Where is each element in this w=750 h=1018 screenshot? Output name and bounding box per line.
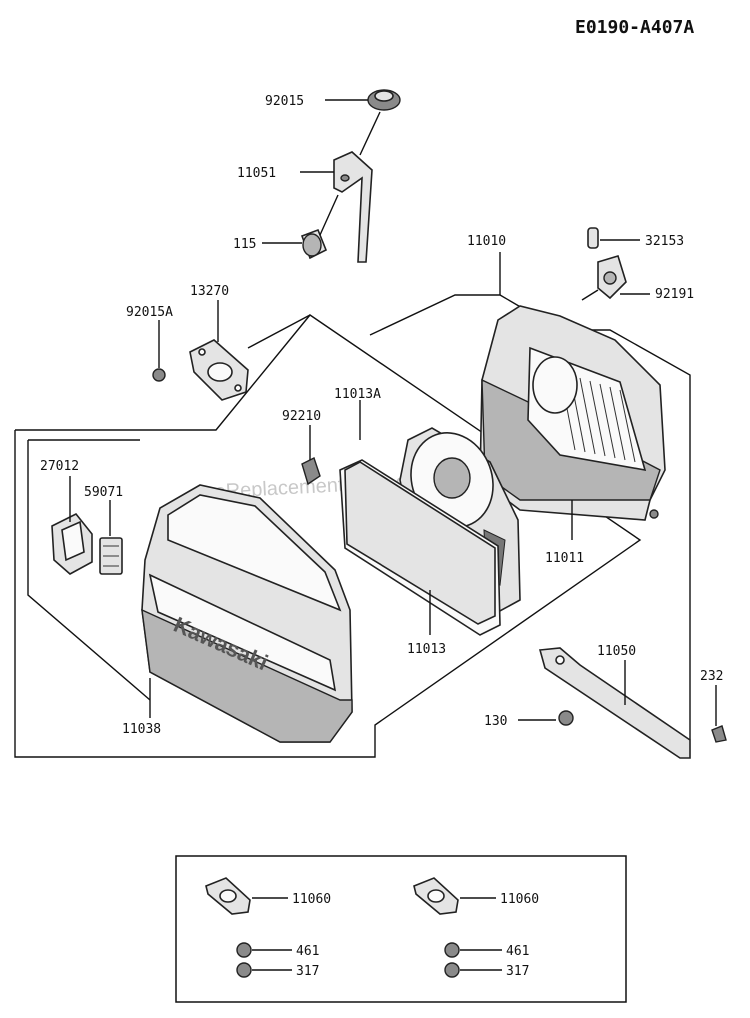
label-11013A: 11013A (334, 387, 381, 402)
nut-130 (558, 710, 574, 726)
inset-right-label-washer: 317 (506, 964, 529, 979)
bracket-11051 (333, 151, 373, 263)
inset-left-nut (236, 942, 252, 958)
inset-right-label-nut: 461 (506, 944, 529, 959)
inset-right-nut (444, 942, 460, 958)
inset-right-gasket (413, 877, 459, 915)
fitting-92191 (597, 255, 627, 300)
inset-left-label-gasket: 11060 (292, 892, 331, 907)
gasket-13270 (189, 339, 249, 401)
inset-box (175, 855, 627, 1003)
inset-left-gasket (205, 877, 251, 915)
label-232: 232 (700, 669, 723, 684)
screw-32153 (587, 227, 599, 249)
label-11010: 11010 (467, 234, 506, 249)
inset-left-washer (236, 962, 252, 978)
spring-59071 (99, 537, 123, 575)
screw-232 (711, 725, 727, 743)
label-92191: 92191 (655, 287, 694, 302)
grommet-92015 (367, 89, 401, 111)
pre-cleaner-11013 (339, 459, 501, 636)
label-59071: 59071 (84, 485, 123, 500)
label-11011: 11011 (545, 551, 584, 566)
label-11013: 11013 (407, 642, 446, 657)
inset-right-label-gasket: 11060 (500, 892, 539, 907)
label-11050: 11050 (597, 644, 636, 659)
bolt-115 (300, 228, 328, 260)
label-92210: 92210 (282, 409, 321, 424)
label-32153: 32153 (645, 234, 684, 249)
nut-92015A (152, 368, 166, 382)
label-11038: 11038 (122, 722, 161, 737)
label-130: 130 (484, 714, 507, 729)
label-92015A: 92015A (126, 305, 173, 320)
label-115: 115 (233, 237, 256, 252)
inset-right-washer (444, 962, 460, 978)
label-13270: 13270 (190, 284, 229, 299)
inset-left-label-washer: 317 (296, 964, 319, 979)
bracket-11050 (538, 647, 691, 759)
latch-27012 (51, 512, 93, 575)
air-cleaner-base-11011 (479, 305, 666, 521)
label-27012: 27012 (40, 459, 79, 474)
label-92015: 92015 (265, 94, 304, 109)
frame-assembly (14, 314, 642, 758)
cover-11038: Kawasaki (141, 484, 353, 743)
label-11051: 11051 (237, 166, 276, 181)
diagram-code: E0190-A407A (575, 17, 694, 38)
inset-left-label-nut: 461 (296, 944, 319, 959)
